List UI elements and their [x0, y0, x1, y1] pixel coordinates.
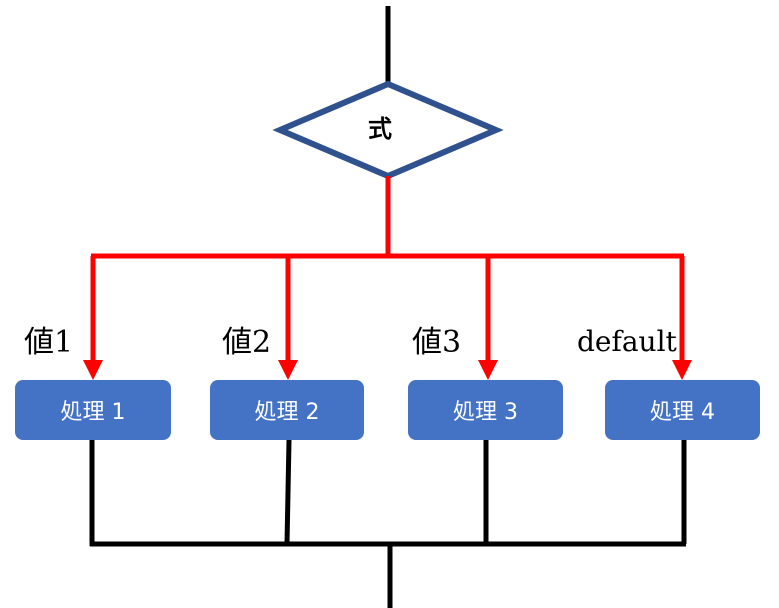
- case-label-default: default: [577, 325, 677, 358]
- branch-arrow-4: [672, 256, 692, 380]
- case-label-1: 値1: [24, 325, 74, 360]
- case-label-2: 値2: [222, 325, 272, 360]
- branch-arrow-3: [478, 256, 498, 380]
- process-box-2: 処理 2: [210, 380, 364, 440]
- merge-line-2: [284, 439, 292, 545]
- case-label-3: 値3: [412, 325, 462, 360]
- process-box-3: 処理 3: [408, 380, 563, 440]
- process-box-1: 処理 1: [15, 380, 171, 440]
- decision-label: 式: [368, 115, 392, 143]
- branch-arrow-1: [83, 256, 103, 380]
- process-box-4: 処理 4: [605, 380, 760, 440]
- branch-arrow-2: [278, 256, 298, 380]
